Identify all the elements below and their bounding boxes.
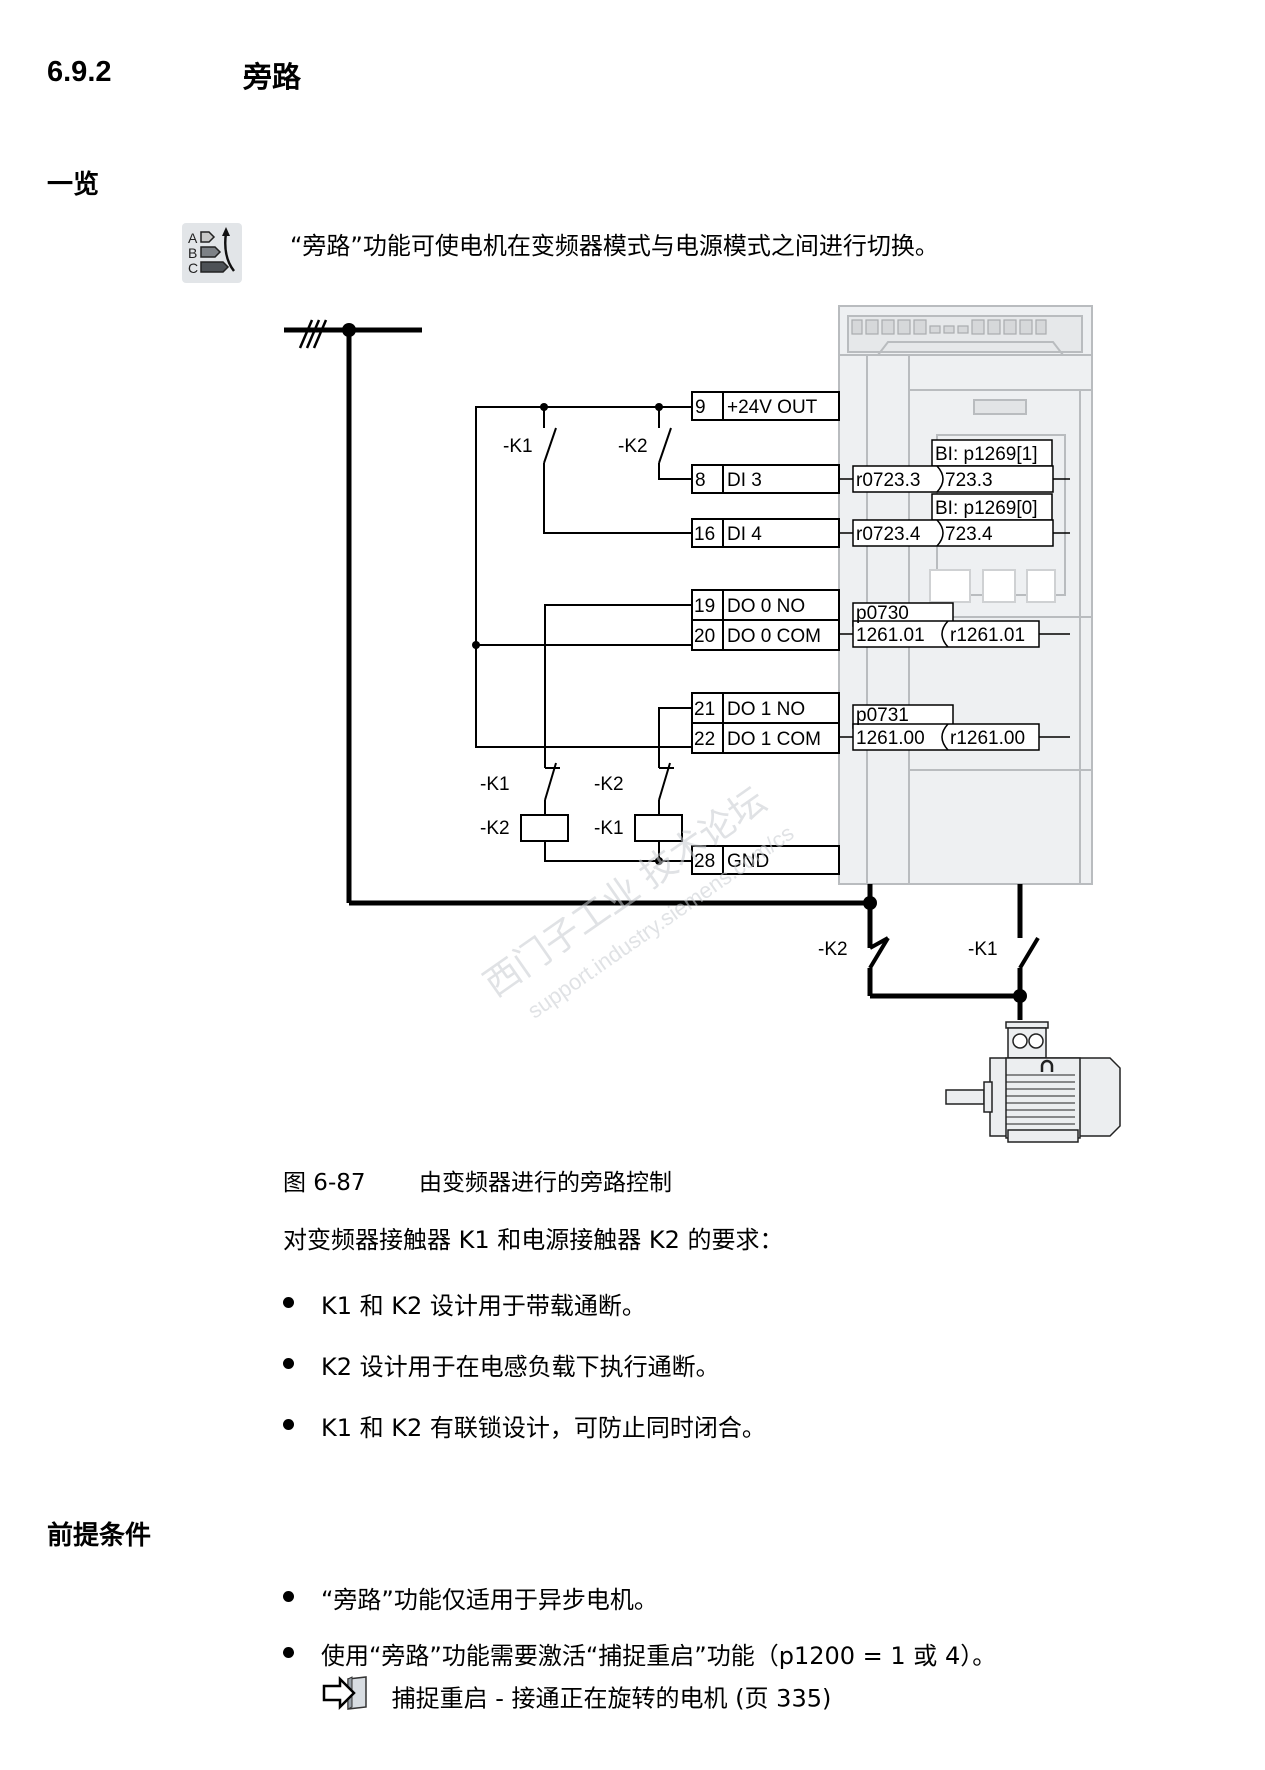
svg-text:B: B [188,245,197,261]
motor-image [945,1021,1121,1143]
terminal-num: 8 [695,470,706,491]
do1-source: r1261.00 [950,728,1025,749]
interlock-coil-k2: -K2 [480,818,510,839]
bypass-circuit-diagram: -K1 -K2 -K1 -K2 -K2 -K1 -K2 -K1 9 +24V O… [284,305,1121,1143]
terminal-num: 21 [694,699,715,720]
watermark: 西门子工业 技术论坛 [476,779,773,1004]
di3-value: 723.3 [945,470,993,491]
interlock-contact-k1: -K1 [480,774,510,795]
terminal-name: DO 1 COM [727,729,821,750]
terminal-num: 16 [694,524,715,545]
interlock-coil-k1: -K1 [594,818,624,839]
main-contact-k2: -K2 [818,939,848,960]
svg-text:C: C [188,260,198,276]
terminal-name: GND [727,851,769,872]
inverter-drive-image [838,305,1093,885]
di3-source: r0723.3 [856,470,920,491]
overview-intro: “旁路”功能可使电机在变频器模式与电源模式之间进行切换。 [290,232,939,260]
terminal-name: DO 0 COM [727,626,821,647]
figure-label: 图 6-87 [283,1170,366,1196]
terminal-num: 9 [695,397,706,418]
do0-source: r1261.01 [950,625,1025,646]
terminal-num: 22 [694,729,715,750]
bullet-icon [283,1358,294,1369]
terminal-num: 19 [694,596,715,617]
overview-heading: 一览 [47,170,100,200]
section-title: 旁路 [243,60,302,94]
terminal-name: DO 1 NO [727,699,805,720]
bullet-icon [283,1297,294,1308]
function-abc-arrow-icon: A B C [182,223,242,283]
contact-label-k2: -K2 [618,436,648,457]
do0-value: 1261.01 [856,625,925,646]
terminal-name: DI 3 [727,470,762,491]
contact-label-k1: -K1 [503,436,533,457]
bullet-icon [283,1419,294,1430]
do0-param: p0730 [856,603,909,624]
bullet-icon [283,1591,294,1602]
main-contact-k1: -K1 [968,939,998,960]
terminal-num: 20 [694,626,715,647]
terminal-num: 28 [694,851,715,872]
di3-param: BI: p1269[1] [935,444,1037,465]
book-arrow-icon [322,1675,374,1717]
di4-value: 723.4 [945,524,993,545]
figure-caption: 图 6-87 由变频器进行的旁路控制 [283,1163,672,1197]
prerequisites-heading: 前提条件 [47,1521,152,1551]
terminal-name: +24V OUT [727,397,818,418]
cross-reference-text[interactable]: 捕捉重启 - 接通正在旋转的电机 (页 335) [391,1684,832,1713]
di4-source: r0723.4 [856,524,921,545]
terminal-name: DO 0 NO [727,596,805,617]
figure-title: 由变频器进行的旁路控制 [419,1170,672,1196]
svg-text:A: A [188,230,198,246]
section-number: 6.9.2 [47,56,112,88]
interlock-contact-k2: -K2 [594,774,624,795]
do1-value: 1261.00 [856,728,925,749]
di4-param: BI: p1269[0] [935,498,1037,519]
bullet-icon [283,1647,294,1658]
terminal-name: DI 4 [727,524,762,545]
requirements-intro: 对变频器接触器 K1 和电源接触器 K2 的要求： [283,1226,784,1254]
do1-param: p0731 [856,705,909,726]
cross-reference-link[interactable]: 捕捉重启 - 接通正在旋转的电机 (页 335) [322,1675,831,1717]
